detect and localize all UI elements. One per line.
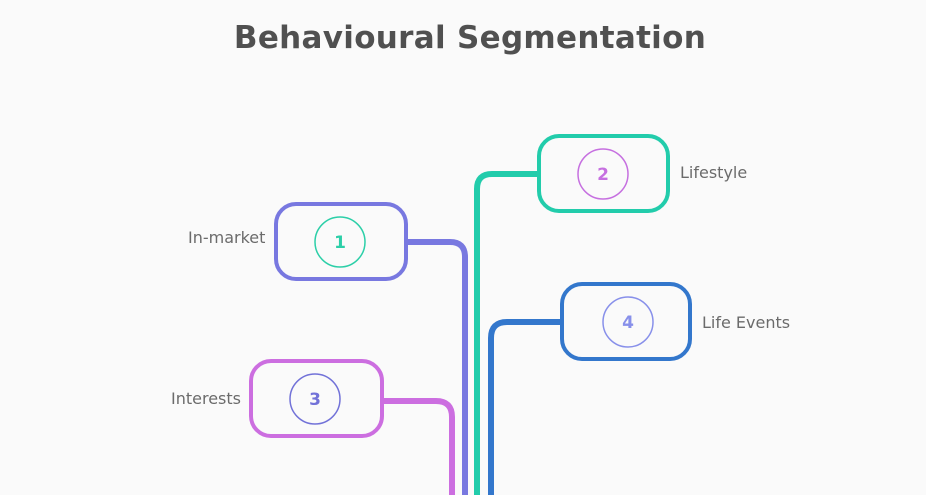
number-badge [314,216,366,268]
node-box [537,134,670,213]
connector-line-in-market [405,239,468,495]
segment-node-interests: 3 [249,359,384,438]
connector-line-interests [382,398,455,495]
segment-number: 4 [622,313,634,333]
node-box [274,202,408,281]
page-title: Behavioural Segmentation [233,20,707,56]
segment-label-life-events: Life Events [702,313,791,332]
node-box [249,359,384,438]
segment-label-lifestyle: Lifestyle [680,163,748,182]
connector-line-lifestyle [474,171,539,495]
segment-number: 1 [334,233,346,253]
segment-label-in-market: In-market [188,228,266,247]
number-badge [602,296,654,348]
node-box [560,282,692,361]
segment-number: 2 [597,165,609,185]
segment-node-in-market: 1 [274,202,408,281]
connector-line-life-events [488,319,562,495]
number-badge [289,373,341,425]
number-badge [577,148,629,200]
segment-node-lifestyle: 2 [537,134,670,213]
segment-label-interests: Interests [171,389,241,408]
segment-number: 3 [309,390,321,410]
segment-node-life-events: 4 [560,282,692,361]
